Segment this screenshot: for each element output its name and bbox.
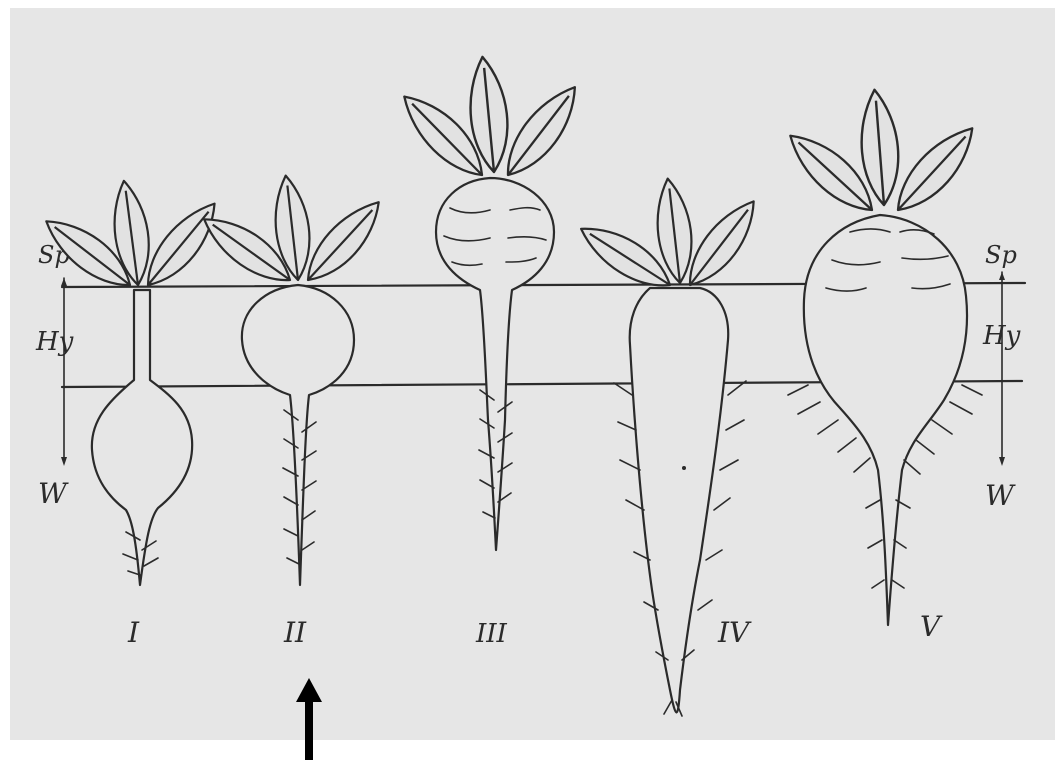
plant-label-v: V <box>920 610 943 643</box>
plant-label-iii: III <box>475 619 508 649</box>
left-scale-w-label: W <box>38 477 69 510</box>
plant-label-i: I <box>127 616 140 649</box>
right-scale-sp-label: Sp <box>985 241 1017 269</box>
right-scale-hy-label: Hy <box>982 321 1021 351</box>
right-scale-w-label: W <box>985 479 1016 512</box>
plant-label-iv: IV <box>717 616 752 649</box>
left-scale-hy-label: Hy <box>35 327 74 357</box>
plant-label-ii: II <box>283 616 307 649</box>
